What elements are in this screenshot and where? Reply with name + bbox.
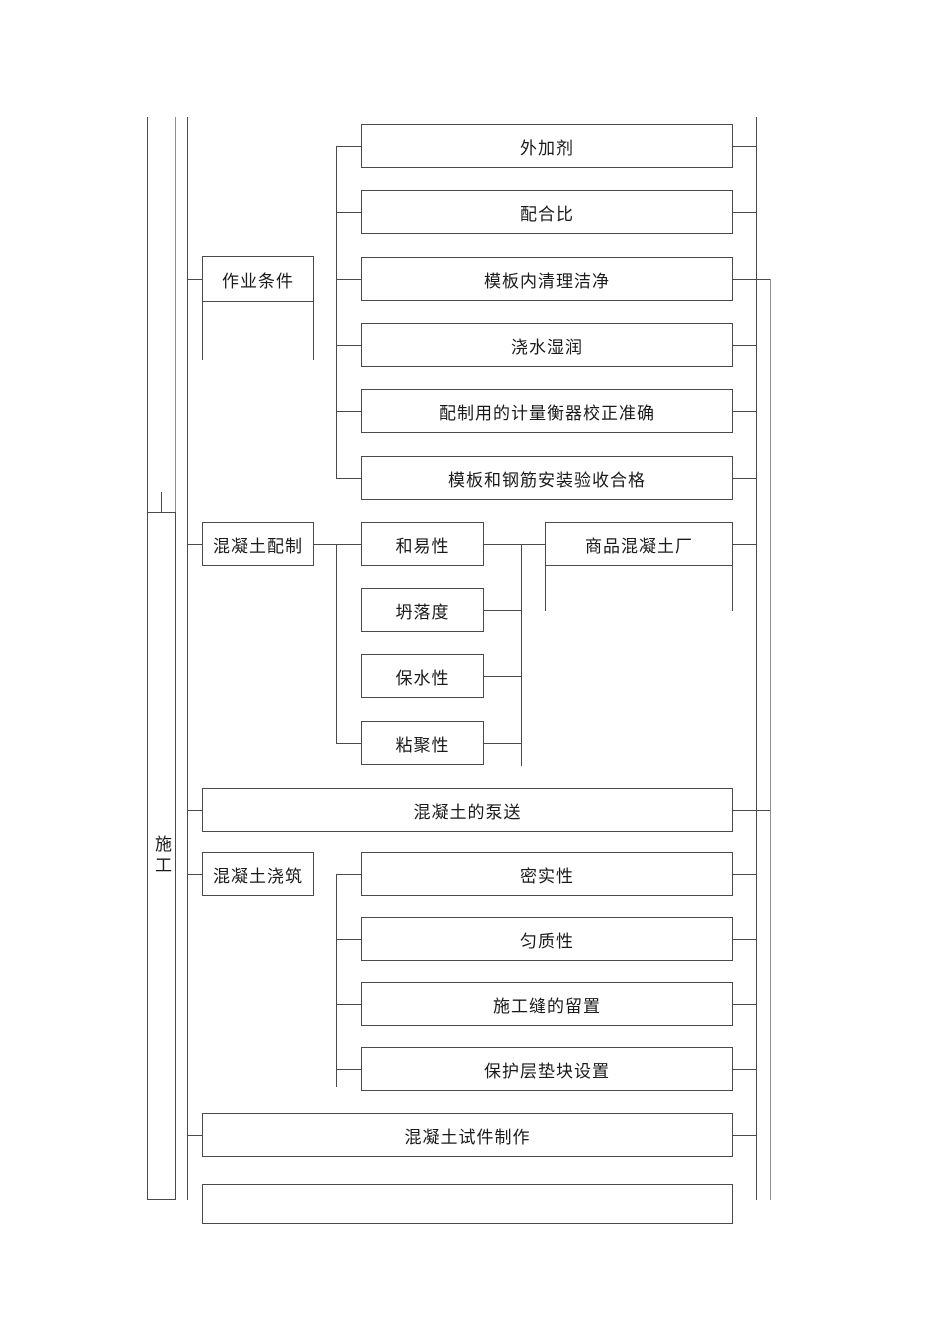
branch-node-working-conditions[interactable]: 作业条件 — [202, 256, 314, 302]
branch-node-concrete-pouring-label: 混凝土浇筑 — [213, 866, 303, 886]
return-stub-mix-ratio — [733, 212, 756, 213]
leaf-node-compactness-label: 密实性 — [520, 866, 574, 886]
collector-bus-inner — [756, 117, 757, 1200]
leaf-node-admixture[interactable]: 外加剂 — [361, 124, 733, 168]
leaf-node-formwork-rebar-accepted[interactable]: 模板和钢筋安装验收合格 — [361, 456, 733, 500]
bus-concrete-preparation — [336, 544, 337, 744]
leaf-node-admixture-label: 外加剂 — [520, 138, 574, 158]
return-stub-compactness — [733, 874, 756, 875]
leaf-node-water-wetting-label: 浇水湿润 — [511, 337, 583, 357]
side-node-ready-mix-plant[interactable]: 商品混凝土厂 — [545, 522, 733, 566]
stub-admixture — [336, 146, 361, 147]
return-stub-ready-mix-plant — [733, 544, 756, 545]
leaf-node-cohesiveness[interactable]: 粘聚性 — [361, 721, 484, 765]
leaf-node-cohesiveness-label: 粘聚性 — [395, 735, 450, 755]
root-node-label: 施工 — [152, 835, 171, 877]
return-stub-water-wetting — [733, 345, 756, 346]
leaf-node-mix-ratio-label: 配合比 — [520, 204, 574, 224]
branch-node-concrete-pumping[interactable]: 混凝土的泵送 — [202, 788, 733, 832]
leaf-node-water-retention[interactable]: 保水性 — [361, 654, 484, 698]
bus-working-conditions — [336, 146, 337, 479]
collect-stub-slump — [484, 610, 522, 611]
leaf-node-construction-joint[interactable]: 施工缝的留置 — [361, 982, 733, 1026]
return-stub-homogeneity — [733, 939, 756, 940]
stub-cohesiveness — [336, 743, 361, 744]
connector-concrete-pouring — [187, 874, 203, 875]
collect-stub-cohesiveness — [484, 743, 522, 744]
branch-node-concrete-preparation[interactable]: 混凝土配制 — [202, 522, 314, 566]
root-top-tick — [161, 492, 162, 512]
spine-branch-line — [187, 117, 188, 1200]
return-stub-scale-calibrated — [733, 411, 756, 412]
stub-scale-calibrated — [336, 411, 361, 412]
leaf-node-homogeneity-label: 匀质性 — [520, 931, 574, 951]
bus-concrete-pouring — [336, 874, 337, 1087]
root-node-construction[interactable]: 施工 — [147, 512, 176, 1200]
connector-concrete-pumping — [187, 810, 203, 811]
branch-node-clipped-bottom[interactable] — [202, 1184, 733, 1224]
leaf-node-slump-label: 坍落度 — [395, 602, 450, 622]
stub-mix-ratio — [336, 212, 361, 213]
return-stub-cover-block — [733, 1069, 756, 1070]
collector-bus-properties — [521, 544, 522, 766]
connector-specimen-making — [187, 1135, 203, 1136]
branch-node-specimen-making[interactable]: 混凝土试件制作 — [202, 1113, 733, 1157]
collect-stub-water-retention — [484, 676, 522, 677]
connector-working-conditions — [187, 279, 203, 280]
leaf-node-cover-block[interactable]: 保护层垫块设置 — [361, 1047, 733, 1091]
return-stub-admixture — [733, 146, 756, 147]
collect-stub-workability — [484, 544, 545, 545]
leaf-node-formwork-clean[interactable]: 模板内清理洁净 — [361, 257, 733, 301]
return-stub-formwork-rebar — [733, 478, 756, 479]
leaf-node-compactness[interactable]: 密实性 — [361, 852, 733, 896]
stub-construction-joint — [336, 1004, 361, 1005]
leaf-node-mix-ratio[interactable]: 配合比 — [361, 190, 733, 234]
leaf-node-workability-label: 和易性 — [395, 536, 450, 556]
return-stub-concrete-pumping — [733, 810, 770, 811]
return-stub-formwork-clean — [733, 279, 770, 280]
stub-homogeneity — [336, 939, 361, 940]
collector-bus-outer — [770, 279, 771, 1200]
connector-concrete-preparation — [187, 544, 203, 545]
leaf-node-scale-calibrated-label: 配制用的计量衡器校正准确 — [439, 403, 655, 423]
stub-formwork-clean — [336, 279, 361, 280]
leaf-node-water-wetting[interactable]: 浇水湿润 — [361, 323, 733, 367]
branch-node-concrete-preparation-label: 混凝土配制 — [213, 536, 303, 556]
branch-node-concrete-pumping-label: 混凝土的泵送 — [413, 802, 522, 822]
leaf-node-construction-joint-label: 施工缝的留置 — [493, 996, 601, 1016]
leaf-node-formwork-rebar-accepted-label: 模板和钢筋安装验收合格 — [448, 470, 646, 490]
stub-formwork-rebar — [336, 478, 361, 479]
leaf-node-cover-block-label: 保护层垫块设置 — [484, 1061, 610, 1081]
stub-cover-block — [336, 1069, 361, 1070]
branch-node-concrete-pouring[interactable]: 混凝土浇筑 — [202, 852, 314, 896]
working-conditions-extension — [202, 302, 314, 360]
return-stub-construction-joint — [733, 1004, 756, 1005]
stub-concrete-preparation-out — [314, 544, 361, 545]
leaf-node-scale-calibrated[interactable]: 配制用的计量衡器校正准确 — [361, 389, 733, 433]
side-node-ready-mix-plant-label: 商品混凝土厂 — [585, 536, 693, 556]
leaf-node-formwork-clean-label: 模板内清理洁净 — [484, 271, 610, 291]
leaf-node-homogeneity[interactable]: 匀质性 — [361, 917, 733, 961]
branch-node-specimen-making-label: 混凝土试件制作 — [404, 1127, 531, 1147]
branch-node-working-conditions-label: 作业条件 — [222, 271, 294, 291]
stub-water-wetting — [336, 345, 361, 346]
return-stub-specimen-making — [733, 1135, 756, 1136]
leaf-node-slump[interactable]: 坍落度 — [361, 588, 484, 632]
ready-mix-plant-extension — [545, 566, 733, 611]
leaf-node-water-retention-label: 保水性 — [395, 668, 450, 688]
leaf-node-workability[interactable]: 和易性 — [361, 522, 484, 566]
stub-compactness — [336, 874, 361, 875]
